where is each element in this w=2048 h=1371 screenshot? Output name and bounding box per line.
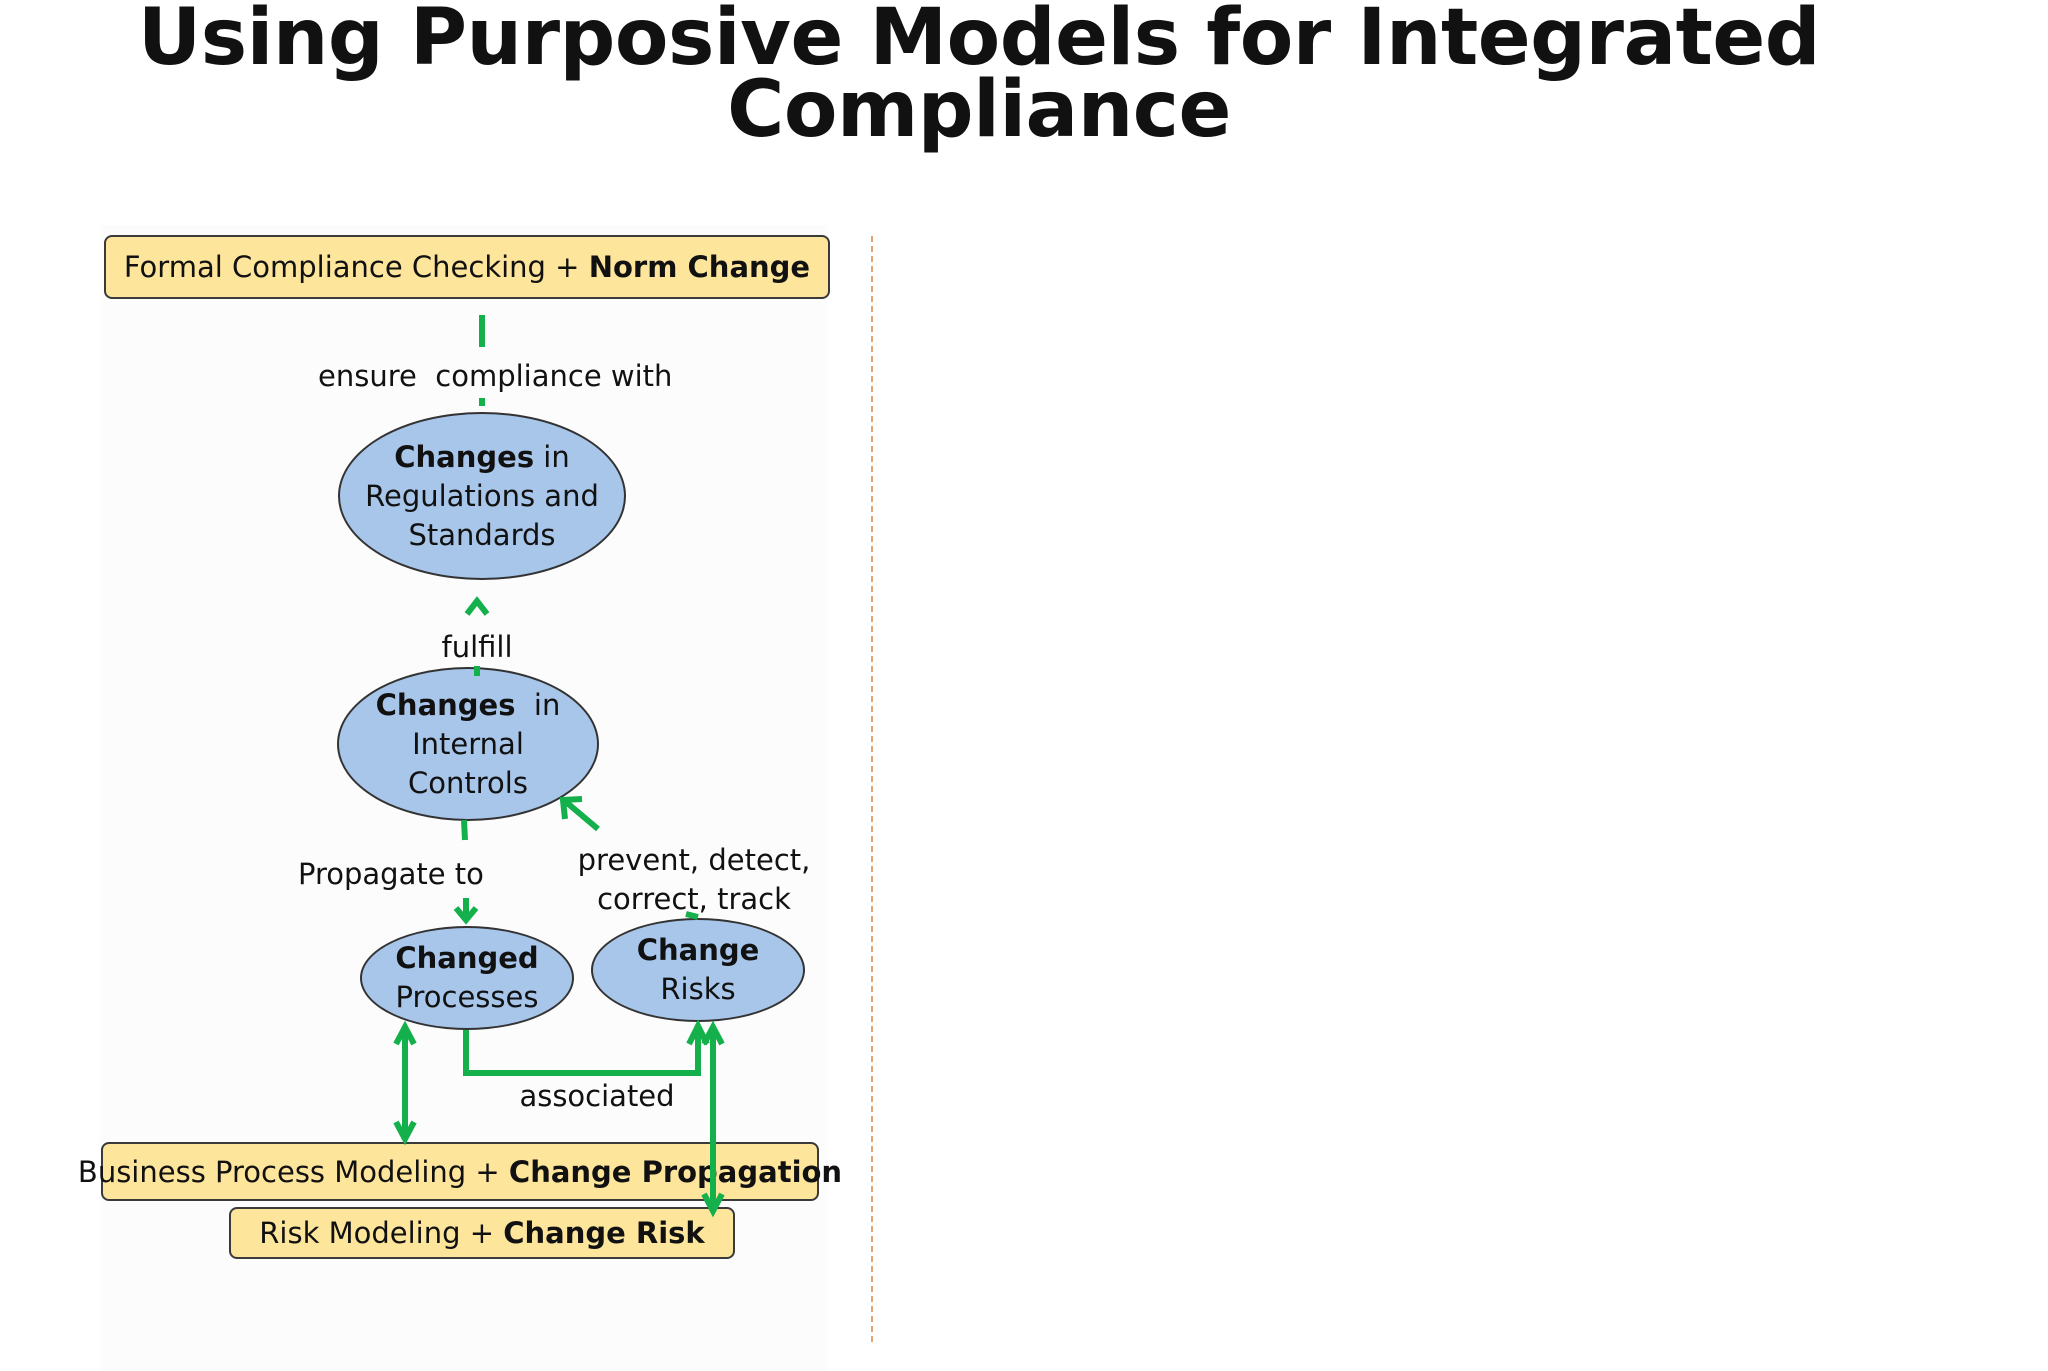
title-line-2: Compliance [727, 65, 1231, 155]
processes-bold: Changed [395, 941, 539, 975]
controls-bold: Changes [375, 687, 516, 722]
processes-line-2: Processes [395, 980, 539, 1014]
risk-modeling-text: Risk Modeling + [259, 1216, 504, 1250]
formal-compliance-text: Formal Compliance Checking + [123, 250, 589, 284]
ensure-label: ensure compliance with [318, 359, 673, 393]
prevent-label-line-1: prevent, detect, [577, 843, 811, 877]
propagate-label: Propagate to [298, 857, 484, 891]
processes-node: Changed Processes [360, 926, 574, 1030]
bpm-text: Business Process Modeling + [77, 1154, 509, 1189]
regulations-bold: Changes [394, 439, 535, 474]
divider-line [871, 236, 873, 1342]
risks-line-2: Risks [660, 972, 736, 1006]
regulations-line-1: Changes in [394, 438, 570, 477]
bpm-box: Business Process Modeling + Change Propa… [78, 1142, 842, 1201]
risks-bold: Change [636, 933, 760, 967]
regulations-line-2: Regulations and [365, 478, 599, 513]
change-propagation-text: Change Propagation [508, 1154, 843, 1189]
controls-line-2: Internal [412, 726, 524, 761]
regulations-node: Changes in Regulations and Standards [338, 412, 626, 580]
controls-node: Changes in Internal Controls [337, 667, 599, 821]
prevent-label-line-2: correct, track [597, 882, 791, 916]
regulations-rest: in [534, 439, 570, 474]
controls-line-1: Changes in [376, 686, 561, 725]
regulations-line-3: Standards [408, 517, 556, 552]
norm-change-text: Norm Change [588, 250, 811, 284]
prevent-label: prevent, detect, correct, track [577, 841, 811, 919]
fulfill-label: fulfill [441, 630, 513, 664]
associated-label: associated [519, 1079, 675, 1113]
risks-node: Change Risks [591, 918, 805, 1022]
page-title: Using Purposive Models for Integrated Co… [0, 0, 1958, 155]
controls-rest: in [515, 687, 561, 722]
change-risk-text: Change Risk [503, 1216, 705, 1250]
risk-modeling-box: Risk Modeling + Change Risk [229, 1207, 735, 1259]
title-line-1: Using Purposive Models for Integrated [137, 0, 1821, 83]
controls-line-3: Controls [408, 765, 528, 800]
formal-compliance-box: Formal Compliance Checking + Norm Change [104, 235, 830, 299]
